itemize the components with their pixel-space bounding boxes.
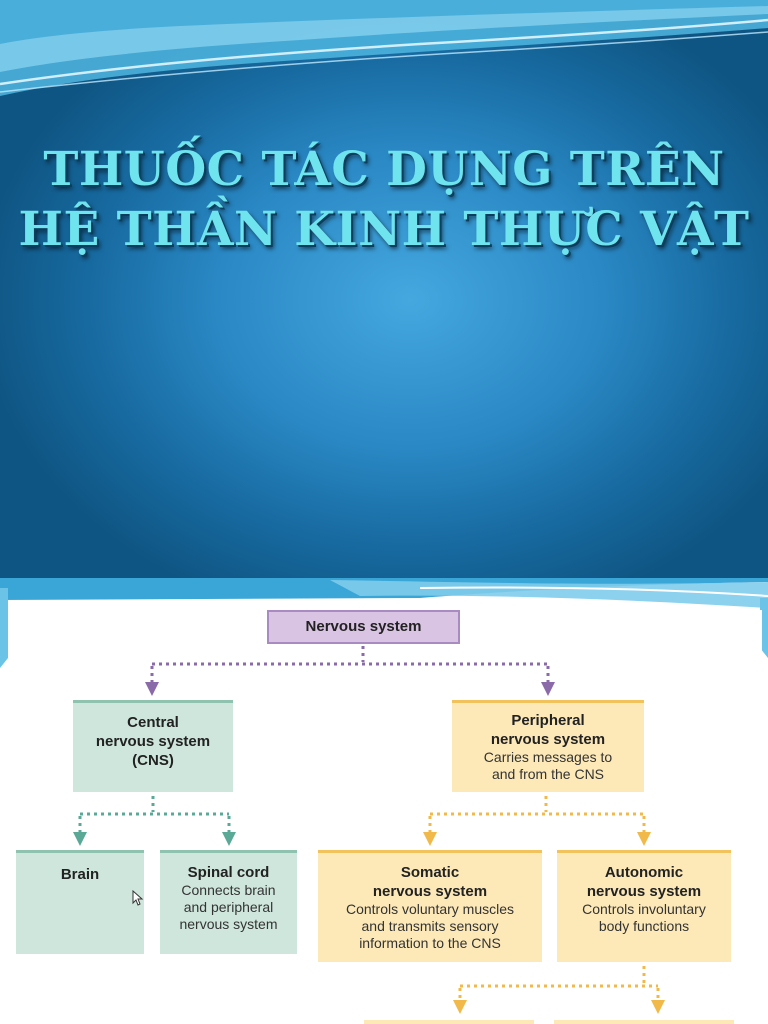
- node-title: Spinal cord: [187, 864, 270, 881]
- pns-node: Peripheral nervous system Carries messag…: [452, 700, 644, 792]
- node-title: nervous system: [586, 883, 702, 900]
- node-title: nervous system: [95, 733, 211, 750]
- mouse-pointer-icon: [132, 890, 144, 906]
- slide-title-line-1: THUỐC TÁC DỤNG TRÊN: [43, 142, 725, 197]
- autonomic-node: Autonomic nervous system Controls involu…: [557, 850, 731, 962]
- node-description: and peripheral: [183, 899, 274, 915]
- node-title: Autonomic: [604, 864, 684, 881]
- node-description: nervous system: [179, 916, 278, 932]
- nervous-system-node: Nervous system: [267, 610, 460, 644]
- node-title: Central: [127, 714, 179, 731]
- node-description: and transmits sensory: [361, 918, 499, 934]
- node-title: Brain: [60, 866, 100, 883]
- node-description: Controls involuntary: [582, 901, 706, 917]
- node-title: Somatic: [400, 864, 460, 881]
- node-description: Carries messages to: [483, 749, 613, 765]
- title-slide: THUỐC TÁC DỤNG TRÊN HỆ THẦN KINH THỰC VẬ…: [0, 0, 768, 578]
- spinal-cord-node: Spinal cord Connects brain and periphera…: [160, 850, 297, 954]
- node-description: body functions: [598, 918, 690, 934]
- node-title: Nervous system: [305, 618, 422, 635]
- diagram-slide: Nervous system Central nervous system (C…: [0, 578, 768, 1024]
- decorative-waves: [0, 0, 768, 96]
- slide-title-line-2: HỆ THẦN KINH THỰC VẬT: [18, 202, 750, 257]
- slide-title: THUỐC TÁC DỤNG TRÊN HỆ THẦN KINH THỰC VẬ…: [0, 140, 768, 260]
- cns-node: Central nervous system (CNS): [73, 700, 233, 792]
- somatic-node: Somatic nervous system Controls voluntar…: [318, 850, 542, 962]
- node-description: information to the CNS: [359, 935, 501, 951]
- brain-node: Brain: [16, 850, 144, 954]
- node-title: Peripheral: [511, 712, 585, 729]
- node-description: Connects brain: [181, 882, 276, 898]
- node-title: nervous system: [490, 731, 606, 748]
- node-description: Controls voluntary muscles: [345, 901, 515, 917]
- nervous-system-diagram: Nervous system Central nervous system (C…: [14, 610, 762, 1024]
- diagram-connectors: [73, 646, 734, 1024]
- node-description: and from the CNS: [491, 766, 605, 782]
- decorative-waves: [0, 578, 768, 668]
- node-title: (CNS): [132, 752, 174, 769]
- node-title: nervous system: [372, 883, 488, 900]
